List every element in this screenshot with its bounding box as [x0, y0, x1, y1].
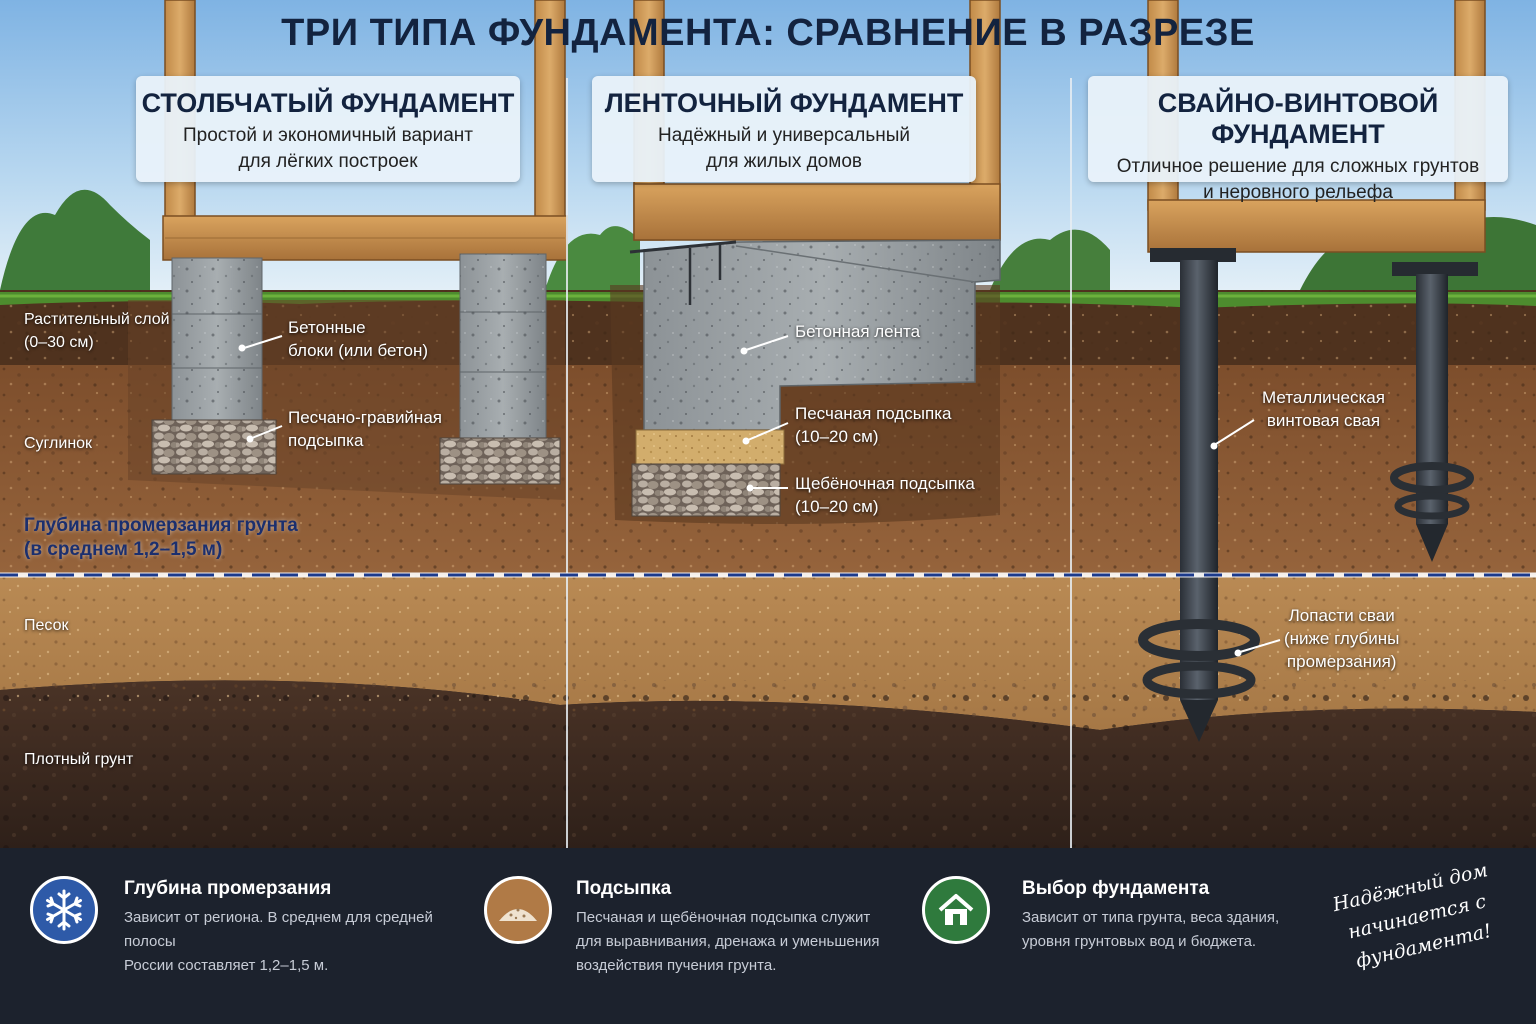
label-topsoil: Растительный слой(0–30 см)	[24, 311, 170, 351]
panel-card-screw-pile: СВАЙНО-ВИНТОВОЙ ФУНДАМЕНТ Отличное решен…	[1088, 76, 1508, 203]
footer-title: Глубина промерзания	[124, 878, 332, 899]
callout-concrete-strip: Бетонная лента	[795, 322, 921, 341]
cross-section-scene	[0, 0, 1536, 848]
panel-title: ЛЕНТОЧНЫЙ ФУНДАМЕНТ	[604, 88, 964, 118]
house-icon	[922, 876, 990, 944]
footer-text: Зависит от типа грунта, веса здания,уров…	[1022, 909, 1280, 950]
page-title: ТРИ ТИПА ФУНДАМЕНТА: СРАВНЕНИЕ В РАЗРЕЗЕ	[281, 12, 1255, 54]
label-loam: Суглинок	[24, 435, 93, 452]
label-sand: Песок	[24, 617, 69, 634]
sand-pile-icon	[484, 876, 552, 944]
label-dense-soil: Плотный грунт	[24, 751, 134, 768]
footer-title: Выбор фундамента	[1022, 878, 1210, 899]
callout-gravel-fill: Щебёночная подсыпка(10–20 см)	[795, 474, 975, 516]
frost-depth-label: Глубина промерзания грунта(в среднем 1,2…	[24, 515, 298, 560]
panel-title: СВАЙНО-ВИНТОВОЙ ФУНДАМЕНТ	[1157, 88, 1439, 149]
panel-title: СТОЛБЧАТЫЙ ФУНДАМЕНТ	[141, 88, 515, 118]
column-foundation-illustration	[128, 0, 568, 500]
panel-card-strip: ЛЕНТОЧНЫЙ ФУНДАМЕНТ Надёжный и универсал…	[592, 76, 976, 182]
snowflake-icon	[30, 876, 98, 944]
callout-sand-fill: Песчаная подсыпка(10–20 см)	[795, 404, 952, 446]
footer-title: Подсыпка	[576, 878, 672, 899]
footer-info-bar: Глубина промерзания Зависит от региона. …	[0, 848, 1536, 1024]
footer-text: Зависит от региона. В среднем для средне…	[124, 909, 433, 974]
strip-foundation-illustration	[610, 0, 1001, 524]
panel-card-column: СТОЛБЧАТЫЙ ФУНДАМЕНТ Простой и экономичн…	[136, 76, 520, 182]
